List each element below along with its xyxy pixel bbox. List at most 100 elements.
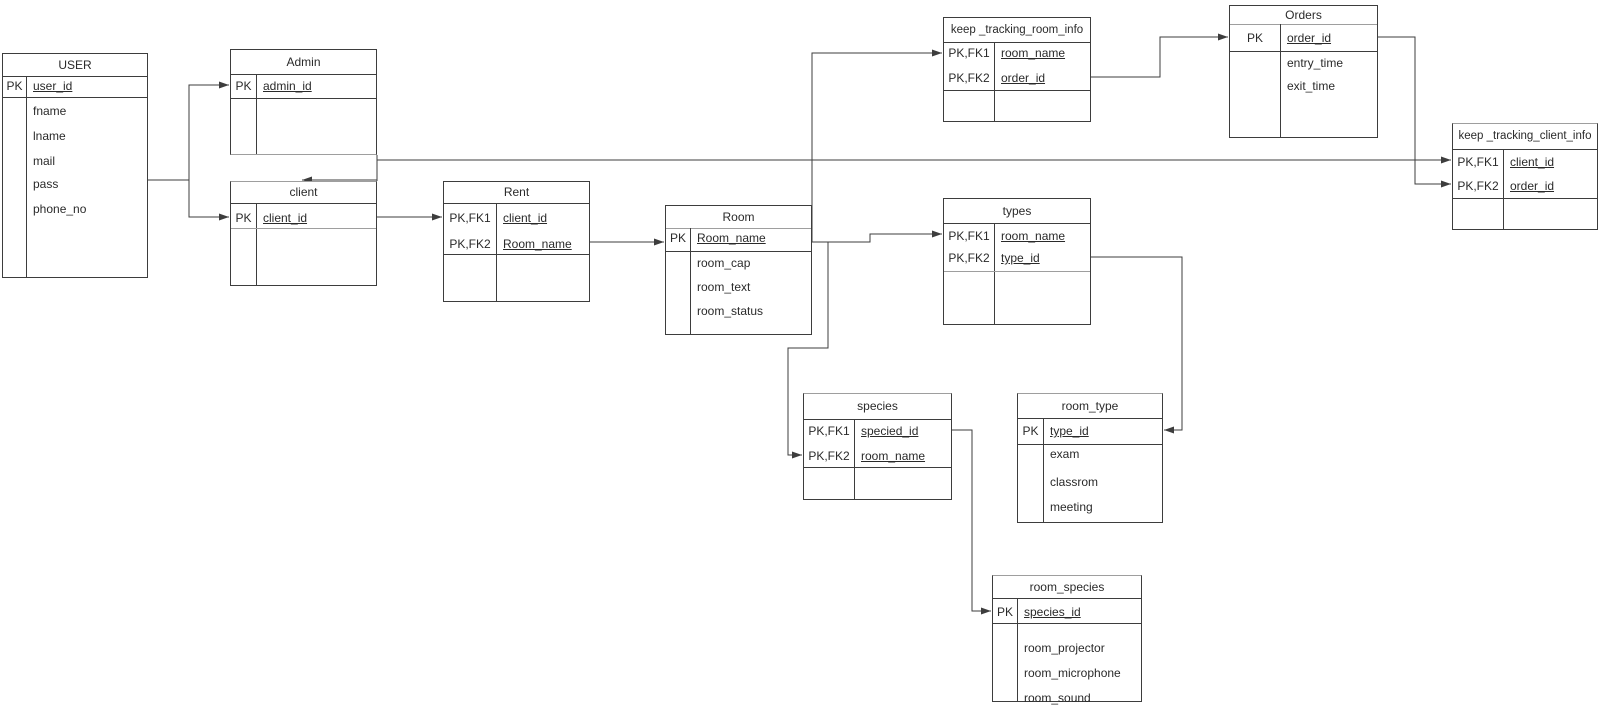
pk-label: PK,FK2 [948, 71, 990, 85]
title-divider [1230, 24, 1377, 25]
pk-field: client_id [263, 211, 308, 225]
title-divider [804, 419, 951, 420]
title-divider [944, 223, 1090, 224]
connector-ktri-orders [1090, 33, 1228, 78]
entity-keep-tracking-room-info: keep _tracking_room_info PK,FK1 room_nam… [943, 17, 1091, 122]
pk-field: Room_name [503, 237, 572, 251]
pk-label: PK,FK1 [1457, 155, 1499, 169]
pk-field: room_name [1001, 46, 1066, 60]
row-divider [804, 467, 951, 468]
entity-admin: Admin PK admin_id [230, 49, 377, 155]
key-column-divider [690, 228, 691, 334]
row-divider [444, 254, 589, 255]
row-divider [231, 98, 376, 99]
entity-title: types [1002, 204, 1032, 218]
row-divider [993, 623, 1141, 624]
connector-user-admin [148, 81, 229, 181]
attr-field: room_status [697, 304, 764, 318]
key-column-divider [854, 419, 855, 499]
row-divider [1018, 444, 1162, 445]
attr-field: mail [33, 154, 56, 168]
title-divider [993, 598, 1141, 599]
key-column-divider [994, 42, 995, 121]
key-column-divider [26, 76, 27, 277]
key-column-divider [1280, 24, 1281, 137]
entity-title: Orders [1285, 8, 1322, 22]
pk-label: PK,FK1 [808, 424, 850, 438]
pk-label: PK [235, 211, 252, 225]
attr-field: room_cap [697, 256, 751, 270]
key-column-divider [496, 203, 497, 301]
attr-field: fname [33, 104, 67, 118]
title-divider [944, 42, 1090, 43]
attr-field: lname [33, 129, 66, 143]
entity-title: Admin [286, 55, 321, 69]
title-divider [1453, 149, 1597, 150]
title-divider [444, 203, 589, 204]
title-divider [231, 74, 376, 75]
pk-label: PK,FK2 [808, 449, 850, 463]
entity-title: room_species [1029, 580, 1105, 594]
key-column-divider [1503, 149, 1504, 229]
pk-field: order_id [1001, 71, 1046, 85]
entity-title: keep _tracking_client_info [1458, 130, 1592, 142]
attr-field: classrom [1050, 475, 1099, 489]
pk-label: PK,FK2 [449, 237, 491, 251]
connector-client-ktci [376, 155, 1451, 164]
row-divider [1230, 51, 1377, 52]
pk-label: PK,FK1 [948, 229, 990, 243]
pk-field: type_id [1001, 251, 1040, 265]
row-divider [666, 251, 811, 252]
row-divider [3, 97, 147, 98]
pk-field: user_id [33, 79, 73, 93]
pk-label: PK [235, 79, 252, 93]
pk-label: PK,FK1 [948, 46, 990, 60]
entity-room: Room PK Room_name room_cap room_text roo… [665, 205, 812, 335]
key-column-divider [256, 203, 257, 285]
pk-label: PK,FK2 [1457, 179, 1499, 193]
row-divider [944, 271, 1090, 272]
pk-label: PK [1022, 424, 1039, 438]
title-divider [1018, 418, 1162, 419]
entity-title: client [289, 185, 318, 199]
pk-field: specied_id [861, 424, 919, 438]
entity-keep-tracking-client-info: keep _tracking_client_info PK,FK1 client… [1452, 123, 1598, 230]
row-divider [944, 90, 1090, 91]
entity-room-type: room_type PK type_id exam classrom meeti… [1017, 393, 1163, 523]
attr-field: room_projector [1024, 641, 1105, 655]
attr-field: exit_time [1287, 79, 1336, 93]
attr-field: room_sound [1024, 691, 1091, 705]
attr-field: pass [33, 177, 59, 191]
pk-field: order_id [1510, 179, 1555, 193]
pk-field: client_id [503, 211, 548, 225]
entity-title: USER [58, 58, 92, 72]
key-column-divider [994, 223, 995, 324]
entity-types: types PK,FK1 room_name PK,FK2 type_id [943, 198, 1091, 325]
title-divider [666, 228, 811, 229]
pk-field: species_id [1024, 605, 1081, 619]
connector-room-types [812, 230, 942, 243]
pk-field: admin_id [263, 79, 312, 93]
attr-field: phone_no [33, 202, 87, 216]
attr-field: meeting [1050, 500, 1093, 514]
attr-field: room_microphone [1024, 666, 1121, 680]
title-divider [3, 76, 147, 77]
key-column-divider [256, 74, 257, 154]
attr-field: room_text [697, 280, 751, 294]
pk-field: Room_name [697, 231, 766, 245]
entity-user: USER PK user_id fname lname mail pass ph… [2, 53, 148, 278]
connector-room-keep-tracking-room-info [811, 49, 942, 242]
entity-rent: Rent PK,FK1 client_id PK,FK2 Room_name [443, 181, 590, 302]
entity-title: room_type [1061, 399, 1119, 413]
pk-label: PK [996, 605, 1013, 619]
entity-title: species [857, 399, 898, 413]
key-column-divider [1043, 418, 1044, 522]
attr-field: entry_time [1287, 56, 1344, 70]
connector-species-room-species [952, 429, 991, 615]
entity-room-species: room_species PK species_id room_projecto… [992, 575, 1142, 705]
entity-title: Rent [503, 185, 530, 199]
connector-room-species [787, 242, 829, 459]
key-column-divider [1017, 598, 1018, 701]
title-divider [231, 203, 376, 204]
